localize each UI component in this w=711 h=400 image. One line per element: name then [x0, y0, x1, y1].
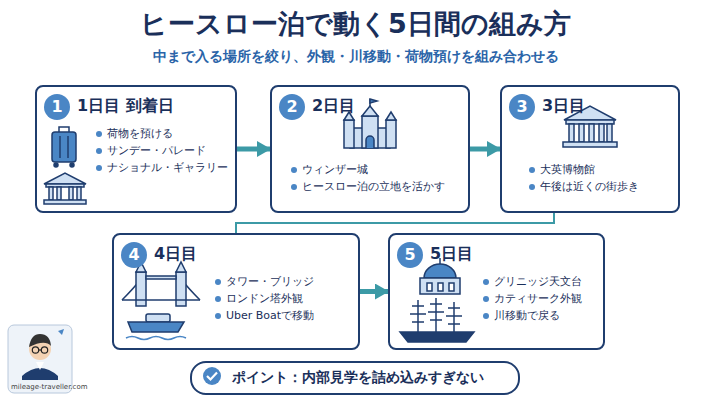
bullet-item: サンデー・パレード	[95, 142, 227, 159]
suitcase-icon	[52, 127, 76, 167]
day-number: 5	[404, 247, 415, 263]
day-number: 1	[51, 99, 62, 115]
bullet-item: グリニッジ天文台	[482, 273, 595, 290]
title: ヒースロー泊で動く5日間の組み方	[0, 6, 711, 42]
day-box: 2日目ウィンザー城ヒースロー泊の立地を活かす 2	[270, 85, 470, 213]
point-text: ポイント：内部見学を詰め込みすぎない	[232, 369, 484, 387]
bullet-item: ロンドン塔外観	[214, 290, 350, 307]
day-heading: 4日目	[154, 243, 350, 265]
watermark: mileage-traveller.com	[11, 383, 88, 391]
bullet-item: カティサーク外観	[482, 290, 595, 307]
point-pill: ポイント：内部見学を詰め込みすぎない	[190, 361, 520, 395]
day-heading: 5日目	[430, 243, 595, 265]
day-box: 5日目グリニッジ天文台カティサーク外観川移動で戻る 5	[388, 233, 605, 350]
bullet-item: 大英博物館	[528, 161, 670, 178]
bullet-item: 川移動で戻る	[482, 307, 595, 324]
day-heading: 3日目	[542, 95, 670, 117]
day-box: 3日目大英博物館午後は近くの街歩き 3	[500, 85, 680, 213]
day-badge: 5	[397, 242, 423, 268]
day-heading: 2日目	[312, 95, 460, 117]
boat-icon	[126, 314, 186, 340]
bullet-item: 午後は近くの街歩き	[528, 178, 670, 195]
bullet-item: 荷物を預ける	[95, 125, 227, 142]
day-badge: 4	[121, 242, 147, 268]
day-badge: 1	[44, 94, 70, 120]
day-heading: 1日目 到着日	[77, 95, 227, 117]
gallery-icon	[44, 173, 86, 204]
flow-arrow	[237, 147, 270, 152]
flow-arrow	[360, 289, 388, 294]
bullet-item: ヒースロー泊の立地を活かす	[290, 178, 460, 195]
check-icon	[203, 367, 221, 385]
avatar-icon	[8, 325, 72, 393]
bullet-item: ウィンザー城	[290, 161, 460, 178]
day-number: 4	[128, 247, 139, 263]
bullet-item: ナショナル・ギャラリー	[95, 159, 227, 176]
tower-bridge-icon	[122, 262, 200, 306]
ship-icon	[400, 298, 474, 342]
day-number: 3	[516, 99, 527, 115]
day-box: 4日目タワー・ブリッジロンドン塔外観Uber Boatで移動 4	[112, 233, 360, 350]
subtitle: 中まで入る場所を絞り、外観・川移動・荷物預けを組み合わせる	[0, 48, 711, 66]
bullet-item: タワー・ブリッジ	[214, 273, 350, 290]
day-badge: 2	[279, 94, 305, 120]
day-box: 1日目 到着日荷物を預けるサンデー・パレードナショナル・ギャラリー 1	[35, 85, 237, 213]
day-number: 2	[286, 99, 297, 115]
connector-line	[236, 213, 554, 233]
bullet-item: Uber Boatで移動	[214, 307, 350, 324]
flow-arrow	[470, 147, 500, 152]
observatory-icon	[420, 258, 460, 294]
day-badge: 3	[509, 94, 535, 120]
